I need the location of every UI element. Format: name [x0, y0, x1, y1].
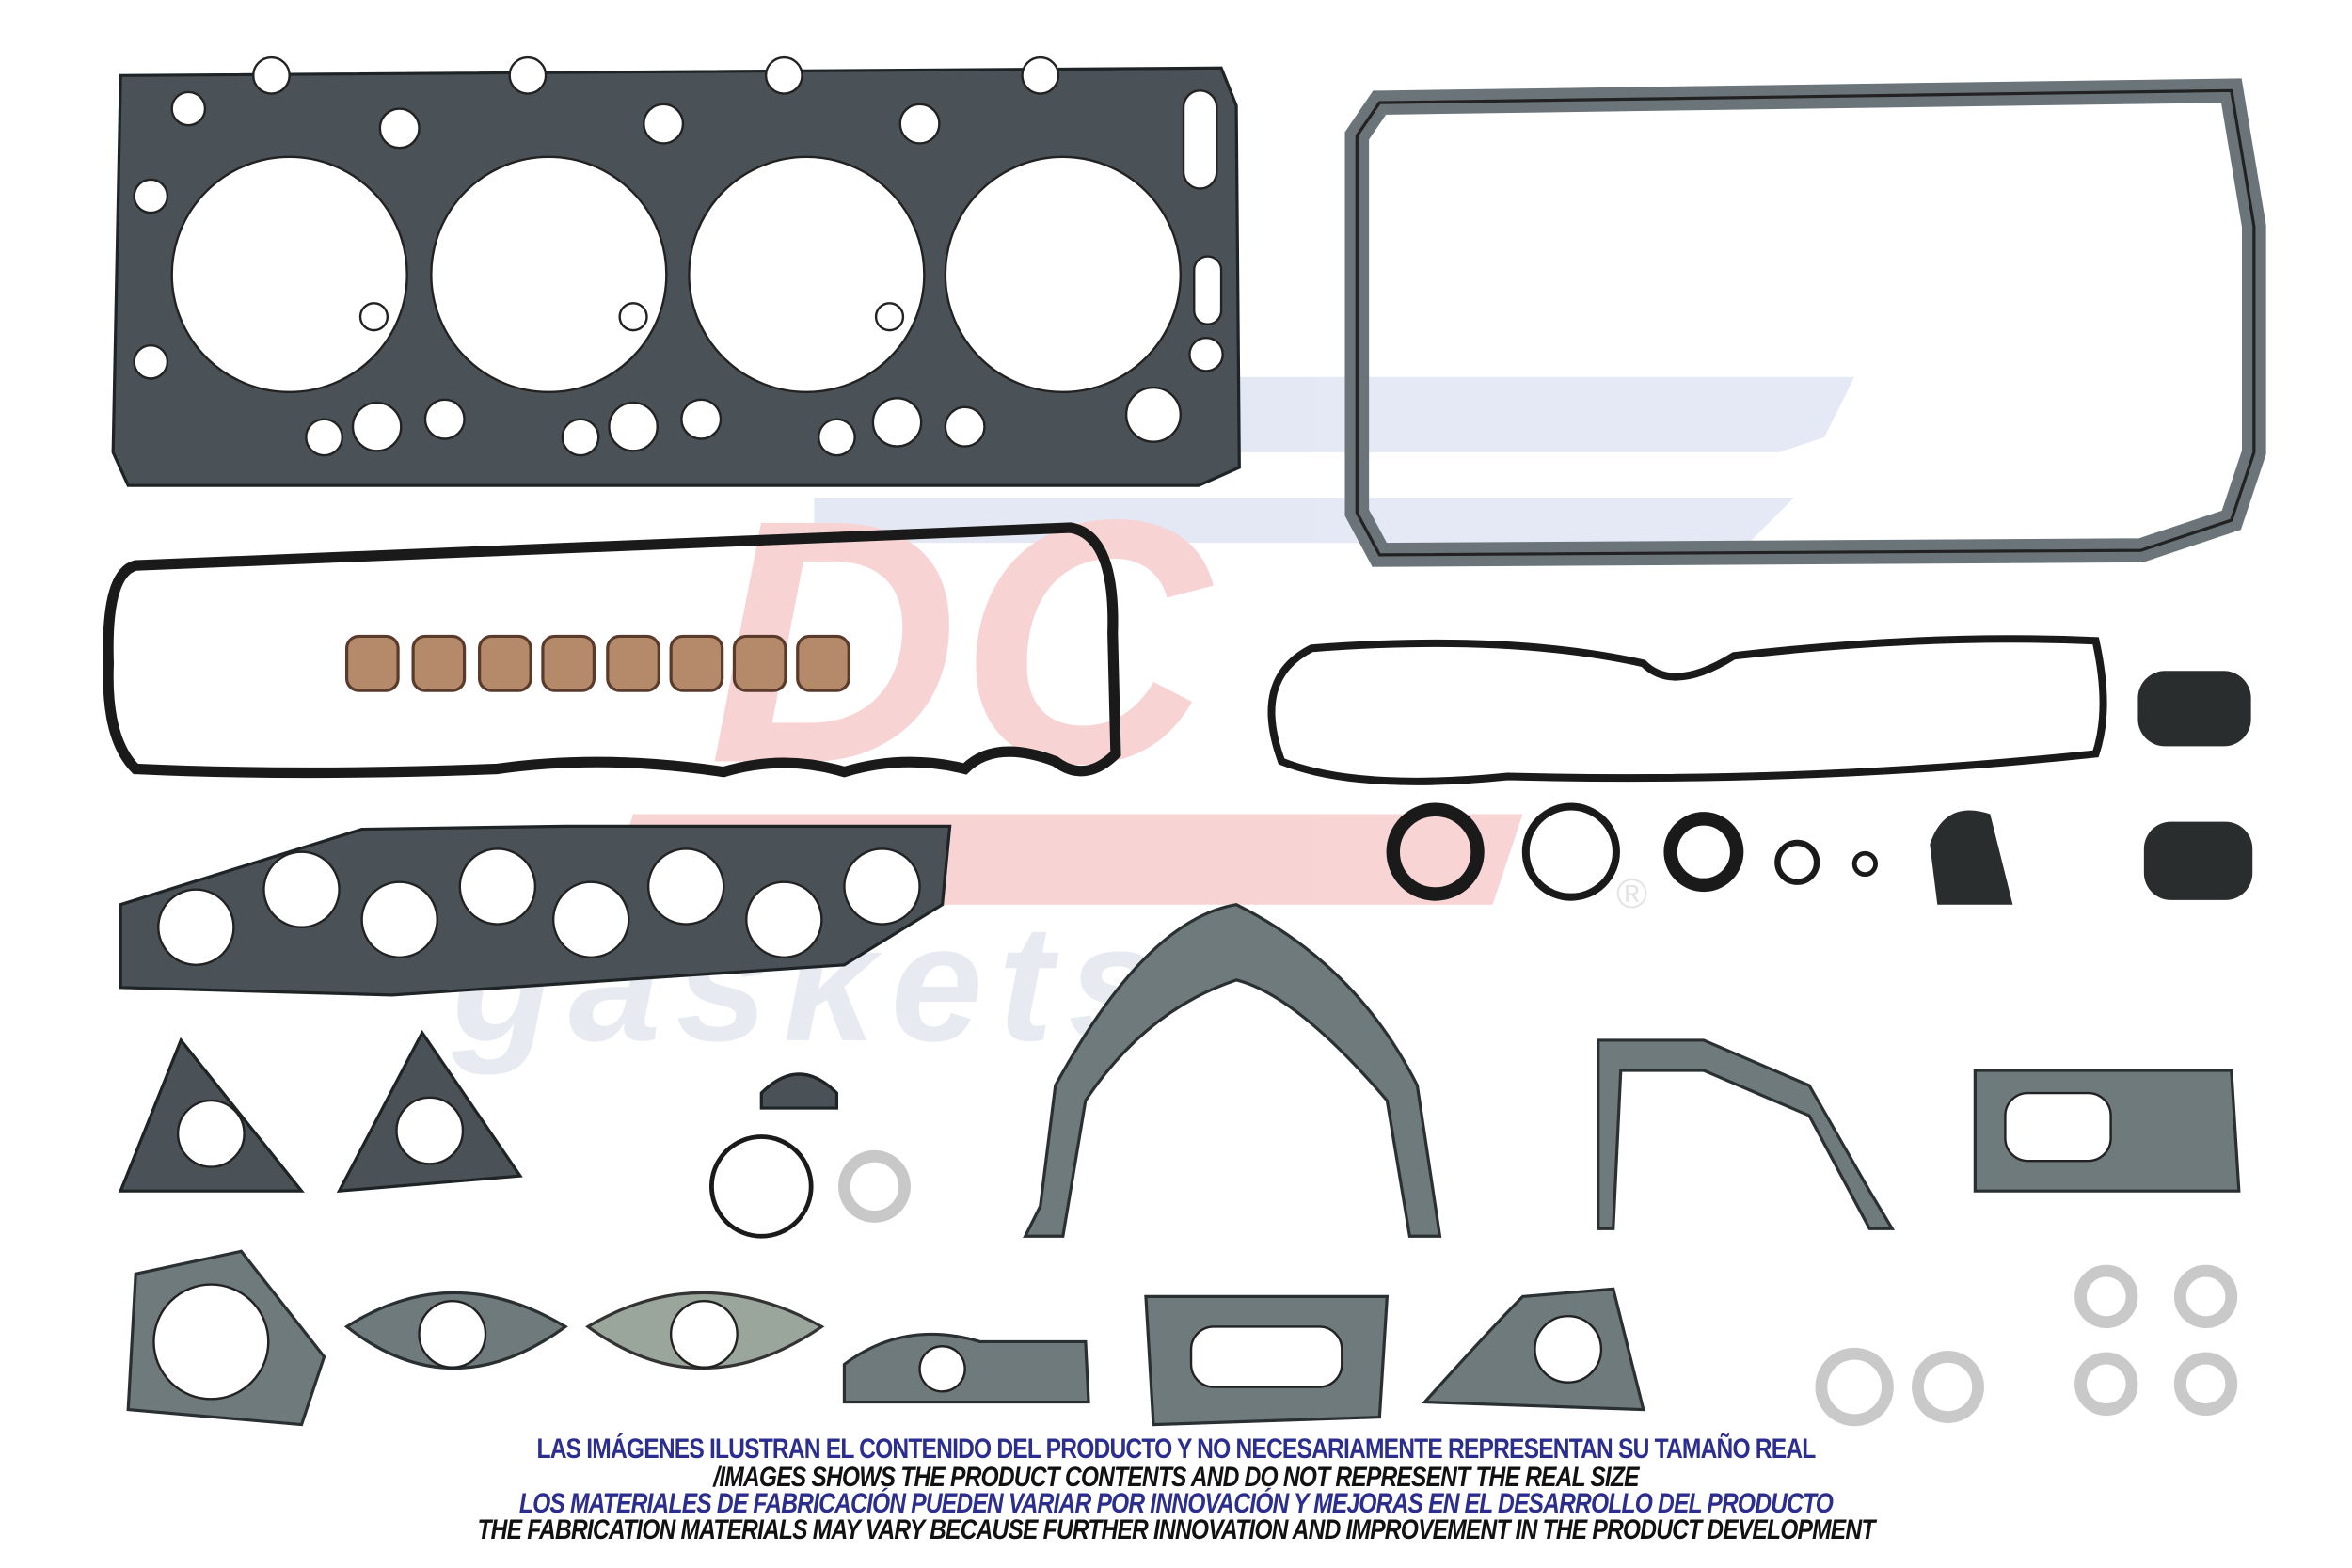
- small-gaskets: [118, 903, 2241, 1427]
- oil-pan-gasket: [1344, 78, 2266, 567]
- valve-stem-seals: [344, 634, 850, 692]
- intake-manifold-gasket: [119, 824, 952, 997]
- o-rings: [709, 802, 1878, 1239]
- disclaimer-spanish-materials: LOS MATERIALES DE FABRICACIÓN PUEDEN VAR…: [518, 1488, 1834, 1519]
- svg-text:®: ®: [1616, 869, 1647, 917]
- valve-cover-gasket: [103, 522, 1121, 779]
- cylinder-head-gasket: [111, 55, 1241, 487]
- disclaimer-spanish-size: LAS IMÁGENES ILUSTRAN EL CONTENIDO DEL P…: [536, 1433, 1817, 1465]
- disclaimer-english-size: /IMAGES SHOWS THE PRODUCT CONTENTS AND D…: [713, 1462, 1639, 1493]
- sealing-washers: [1815, 1264, 2238, 1427]
- rocker-cover-gasket: [1267, 635, 2107, 785]
- grommets: [1930, 671, 2253, 905]
- disclaimer-english-materials: THE FABRICATION MATERIALS MAY VARY BECAU…: [477, 1514, 1875, 1545]
